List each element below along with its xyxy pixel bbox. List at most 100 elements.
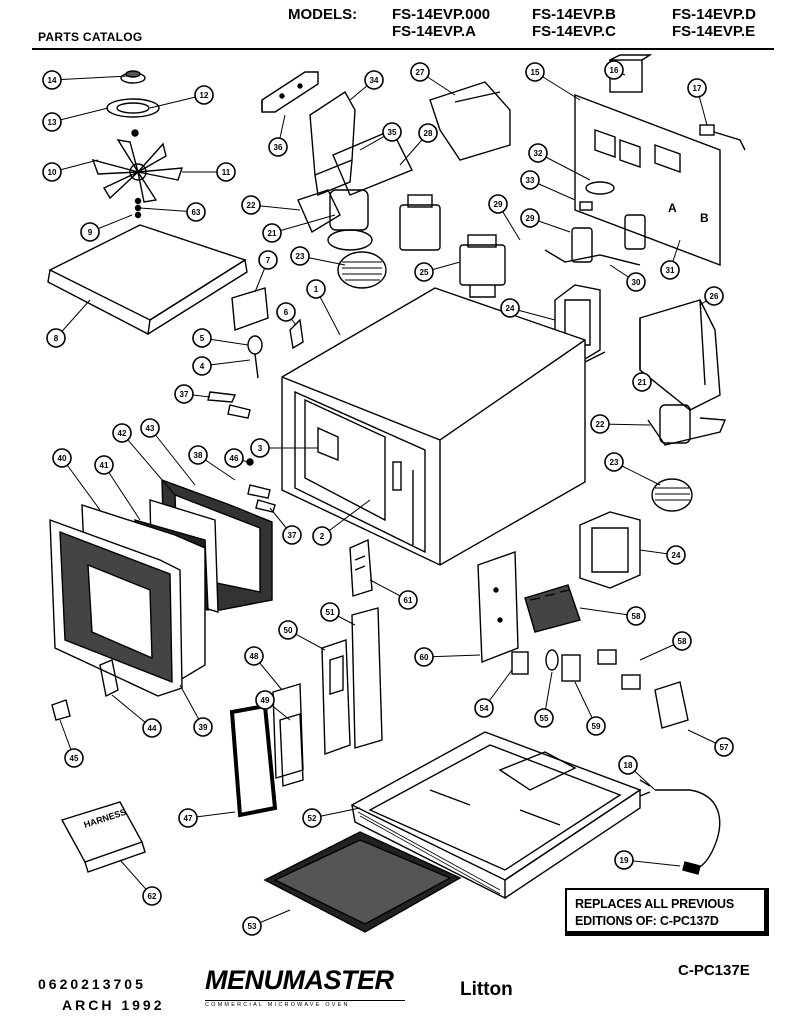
- callout-54: 54: [474, 698, 494, 718]
- callout-55: 55: [534, 708, 554, 728]
- callout-23: 23: [604, 452, 624, 472]
- callout-number: 37: [180, 390, 189, 399]
- callout-number: 62: [148, 892, 157, 901]
- callout-number: 50: [284, 626, 293, 635]
- top-brackets: [261, 71, 511, 196]
- callout-number: 29: [526, 214, 535, 223]
- callout-31: 31: [660, 260, 680, 280]
- callout-circle: [590, 414, 610, 434]
- callout-24: 24: [666, 545, 686, 565]
- callout-number: 19: [620, 856, 629, 865]
- callout-circle: [64, 748, 84, 768]
- callout-number: 63: [192, 208, 201, 217]
- callout-46: 46: [224, 448, 244, 468]
- callout-28: 28: [418, 123, 438, 143]
- callout-32: 32: [528, 143, 548, 163]
- callout-58: 58: [626, 606, 646, 626]
- callout-number: 17: [693, 84, 702, 93]
- header-rule: [32, 48, 774, 50]
- callout-57: 57: [714, 737, 734, 757]
- callout-circle: [626, 272, 646, 292]
- callout-5: 5: [192, 328, 212, 348]
- callout-number: 54: [480, 704, 489, 713]
- callout-circle: [666, 545, 686, 565]
- leader-line: [51, 75, 129, 81]
- callout-circle: [192, 356, 212, 376]
- callout-circle: [276, 302, 296, 322]
- callout-number: 27: [416, 68, 425, 77]
- callout-50: 50: [278, 620, 298, 640]
- callout-49: 49: [255, 690, 275, 710]
- callout-number: 57: [720, 743, 729, 752]
- callout-circle: [410, 62, 430, 82]
- callout-circle: [192, 328, 212, 348]
- callout-40: 40: [52, 448, 72, 468]
- callout-59: 59: [586, 716, 606, 736]
- callout-circle: [142, 886, 162, 906]
- callout-circle: [520, 208, 540, 228]
- transformer-lower: [579, 511, 641, 589]
- air-filter: [263, 831, 462, 933]
- door-seal: [229, 703, 278, 818]
- callout-number: 15: [531, 68, 540, 77]
- callout-circle: [42, 70, 62, 90]
- callout-35: 35: [382, 122, 402, 142]
- callout-61: 61: [398, 590, 418, 610]
- exploded-parts-diagram: HARNESS 14121310116398363435282715161732…: [42, 54, 746, 936]
- magnetron: [399, 194, 506, 298]
- model-name: FS-14EVP.000: [392, 6, 491, 23]
- replaces-line-1: REPLACES ALL PREVIOUS: [575, 897, 735, 911]
- callout-11: 11: [216, 162, 236, 182]
- callout-circle: [474, 698, 494, 718]
- callout-number: 29: [494, 200, 503, 209]
- callout-circle: [604, 60, 624, 80]
- callout-circle: [302, 808, 322, 828]
- hinge-parts: [51, 659, 119, 721]
- callout-circle: [604, 452, 624, 472]
- callout-number: 7: [266, 256, 271, 265]
- callout-number: 58: [632, 612, 641, 621]
- callout-circle: [704, 286, 724, 306]
- callout-number: 40: [58, 454, 67, 463]
- part-number: 0620213705: [38, 976, 146, 992]
- callout-14: 14: [42, 70, 62, 90]
- callout-circle: [255, 690, 275, 710]
- switch-parts: [511, 649, 689, 729]
- callout-circle: [528, 143, 548, 163]
- callout-circle: [42, 112, 62, 132]
- callout-circle: [278, 620, 298, 640]
- callout-number: 25: [420, 268, 429, 277]
- litton-logo: Litton: [460, 979, 513, 1000]
- callout-22: 22: [590, 414, 610, 434]
- oven-cabinet: [281, 287, 586, 566]
- callout-circle: [525, 62, 545, 82]
- callout-circle: [250, 438, 270, 458]
- capacitors: [544, 181, 646, 266]
- callout-1: 1: [306, 279, 326, 299]
- callout-16: 16: [604, 60, 624, 80]
- leader-line: [321, 499, 371, 537]
- callout-62: 62: [142, 886, 162, 906]
- callout-circle: [52, 448, 72, 468]
- callout-number: 32: [534, 149, 543, 158]
- callout-number: 8: [54, 334, 59, 343]
- leader-line: [121, 432, 176, 496]
- callout-circle: [586, 716, 606, 736]
- leader-line: [61, 457, 101, 511]
- callout-circle: [672, 631, 692, 651]
- callout-number: 31: [666, 266, 675, 275]
- callout-44: 44: [142, 718, 162, 738]
- callout-12: 12: [194, 85, 214, 105]
- callout-circle: [618, 755, 638, 775]
- callout-number: 22: [247, 201, 256, 210]
- callout-13: 13: [42, 112, 62, 132]
- callout-number: 39: [199, 723, 208, 732]
- callout-17: 17: [687, 78, 707, 98]
- callout-number: 22: [596, 420, 605, 429]
- callout-number: 12: [200, 91, 209, 100]
- callout-circle: [632, 372, 652, 392]
- callout-number: 38: [194, 451, 203, 460]
- print-date: ARCH 1992: [62, 997, 165, 1013]
- callout-number: 23: [610, 458, 619, 467]
- fan-motor-parts: [91, 70, 184, 219]
